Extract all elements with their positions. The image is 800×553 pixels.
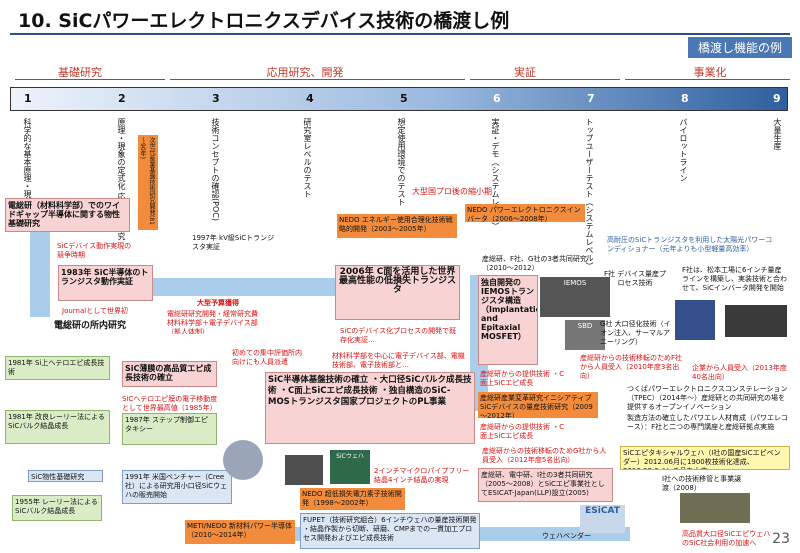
box-tpec: つくばパワーエレクトロニクスコンステレーション（TPEC）（2014年～）産総研… — [627, 385, 788, 411]
box-1981-rayleigh: 1981年 改良レーリー法によるSiCバルク結晶成長 — [5, 410, 110, 444]
phase-demonstration: 実証 — [514, 66, 536, 79]
box-1981-heteroepi: 1981年 Si上ヘテロエピ成長技術 — [5, 356, 110, 380]
trl-label-7: トップユーザーテスト（システムレベル） — [585, 118, 594, 270]
box-nedo-low-loss: NEDO 超低損失電力素子技術開発（1998～2002年） — [300, 488, 405, 510]
label-provided-tech-1: 産総研からの提供技術 ・C面上SiCエピ成長 — [480, 370, 565, 387]
label-sic-acceleration: 高品質大口径SiCエピウェハのSiC社会利用の加速へ — [682, 530, 771, 546]
box-aist-initiative: 産総研産業変革研究イニシアティブ SiCデバイスの量産技術研究（2009～201… — [478, 392, 598, 418]
box-f-company-process: F社 デバイス量産プロセス技術 — [603, 270, 667, 287]
label-provided-tech-2: 産総研からの提供技術 ・C面上SiCエピ成長 — [480, 423, 565, 439]
trl-6: 6 — [493, 92, 501, 105]
label-shrink-period: 大型国プロ後の縮小期 — [412, 187, 492, 196]
phase-basic-research: 基礎研究 — [58, 66, 102, 79]
trl-label-8: パイロットライン — [679, 118, 688, 182]
photo-iemos: IEMOS — [540, 277, 610, 317]
label-research-funding: 電総研研究開発・経常研究費 材料科学部＋電子デバイス部（拠人体制） — [167, 310, 258, 334]
page-number: 23 — [772, 531, 790, 547]
trl-label-5: 想定使用環境でのテスト — [397, 118, 406, 206]
flow-arrow-mid — [148, 278, 338, 296]
trl-label-4: 研究室レベルのテスト — [303, 118, 312, 198]
box-next-gen-program: 次世代産業基盤技術研究開発(81～90年) — [138, 135, 158, 230]
box-power-electronics-hr: 製造方法の確立したパワエレ人材育成（パワエレコース）：F社と二つの専門講座と産総… — [627, 414, 788, 431]
trl-5: 5 — [400, 92, 408, 105]
logo-esicat: ESiCAT — [580, 505, 625, 533]
label-wafer-vendor: ウェハベンダー — [542, 532, 591, 540]
box-nedo-energy: NEDO エネルギー使用合理化技術戦略的開発（2003～2005年） — [337, 214, 457, 238]
box-iemos-structure: 独自開発のIEMOSトランジスタ構造（Implantation and Epit… — [478, 275, 538, 365]
trl-scale-bar — [10, 87, 788, 111]
box-1991-cree: 1991年 米国ベンチャー（Cree社）による研究用小口径SiCウェハの販売開始 — [122, 470, 232, 504]
trl-label-9: 大量生産 — [773, 118, 782, 150]
box-fupet: FUPET（技術研究組合）6インチウェハの量産技術開発 ・結晶作製から切断、研磨… — [300, 513, 480, 549]
photo-inverter-1 — [675, 300, 715, 340]
photo-wafer-1 — [285, 455, 323, 485]
label-device-competition: SiCデバイス動作実現の競争時期 — [57, 242, 132, 259]
box-1983-transistor: 1983年 SiC半導体のトランジスタ動作実証 — [58, 265, 153, 301]
phase-applied-research: 応用研究、開発 — [266, 66, 344, 79]
box-nedo-inverter: NEDO パワーエレクトロニクスインバータ（2006～2008年） — [465, 204, 585, 222]
box-meti-nedo: METI/NEDO 新材料パワー半導体（2010～2014年） — [185, 520, 295, 544]
trl-label-1: 科学的な基本原理・現象の発見 — [23, 118, 32, 230]
label-micropipe-free: 2インチマイクロパイプフリー結晶4インチ結晶の実現 — [374, 467, 470, 484]
photo-wafer-round — [223, 440, 263, 480]
box-sic-physics: SiC物性基礎研究 — [28, 470, 103, 482]
trl-4: 4 — [306, 92, 314, 105]
banner-bridging-function: 橋渡し機能の例 — [687, 37, 792, 58]
box-f-company-matsumoto: F社は、松本工場に6インチ量産ラインを構築し、実装技術と合わせて、SiCインバー… — [682, 266, 787, 292]
trl-8: 8 — [681, 92, 689, 105]
trl-label-2: 原理・現象の定式化 応用的な研究 — [117, 118, 126, 241]
box-2006-c-face: 2006年 C面を活用した世界最高性能の低損失トランジスタ — [335, 265, 460, 320]
label-company-staff: 企業から人員受入（2013年度40名出向） — [692, 364, 787, 381]
trl-label-6: 実証・デモ（システムレベル） — [491, 118, 500, 230]
title-rule — [10, 33, 790, 35]
label-device-process: SiCのデバイス化プロセスの開発で既存化実証… — [340, 327, 457, 344]
box-etl-basic-research: 電総研（材料科学部）でのワイドギャップ半導体に関する物性基礎研究 — [5, 198, 130, 232]
phase-line-1 — [15, 79, 165, 80]
trl-9: 9 — [773, 92, 781, 105]
trl-2: 2 — [118, 92, 126, 105]
box-esicat: 産総研、電中研、I社の3者共同研究（2005～2008）とSiCエピ事業社として… — [478, 468, 613, 502]
photo-wafer-2: SiCウェハ — [330, 450, 370, 484]
photo-inverter-2 — [725, 305, 787, 337]
label-material-science: 材料科学部を中心に電子デバイス部、電機技術部、電子技術部と… — [332, 352, 465, 369]
phase-line-2 — [170, 79, 465, 80]
label-large-budget: 大型予算獲得 — [197, 299, 239, 307]
box-three-party-research: 産総研、F社、G社の3者共同研究（2010～2012） — [482, 255, 587, 272]
label-journal-first: Journalとして世界初 — [62, 307, 128, 315]
phase-commercialization: 事業化 — [693, 66, 727, 79]
label-first-evaluation: 初めての集中評価所内向けにも人員派遣 — [232, 349, 302, 365]
box-sic-epi-growth: SiC薄膜の高品質エピ成長技術の確立 — [122, 361, 217, 387]
box-sic-foundation-tech: SiC半導体基盤技術の確立 ・大口径SiCバルク成長技術 ・C面上SiCエピ成長… — [265, 372, 475, 444]
box-i-company-transfer: I社への技術移管と事業譲渡（2008） — [662, 475, 742, 491]
trl-1: 1 — [24, 92, 32, 105]
box-1987-step-epi: 1987年 ステップ制御エピタキシー — [122, 413, 217, 445]
trl-label-3: 技術コンセプトの確認(POC) — [211, 118, 220, 221]
box-g-company-large-diameter: G社 大口径化技術（イオン注入、サーマルアニーリング） — [600, 320, 671, 346]
label-etl-internal-research: 電総研の所内研究 — [54, 321, 127, 331]
phase-line-4 — [625, 79, 790, 80]
photo-epi-wafer — [680, 493, 750, 523]
box-sic-epi-wafer-company: SiCエピタキシャルウェハ（I社の国産SiCエピベンダー）2012.06月に19… — [620, 446, 790, 470]
box-1997-kv-transistor: 1997年 kV級SiCトランジスタ実証 — [192, 234, 275, 250]
page-title: 10. SiCパワーエレクトロニクスデバイス技術の橋渡し例 — [18, 10, 510, 32]
label-electron-mobility: SiCヘテロエピ膜の電子移動度として世界最高値（1985年） — [122, 395, 218, 412]
box-1955-rayleigh: 1955年 レーリー法によるSiCバルク結晶成長 — [12, 495, 102, 521]
trl-7: 7 — [587, 92, 595, 105]
flow-arrow-left — [30, 232, 50, 317]
photo-sbd: SBD — [565, 320, 605, 350]
label-f-company-transfer: 産総研からの技術移転のためF社から人員受入（2010年度3名出向） — [580, 354, 683, 380]
label-solar-power-conditioner: 高耐圧のSiCトランジスタを利用した太陽光パワーコンディショナー（元年よりも小型… — [607, 236, 773, 253]
phase-line-3 — [470, 79, 620, 80]
label-g-company-transfer: 産総研からの技術移転のためG社から人員受入（2012年度5名出向） — [482, 447, 607, 464]
trl-3: 3 — [212, 92, 220, 105]
